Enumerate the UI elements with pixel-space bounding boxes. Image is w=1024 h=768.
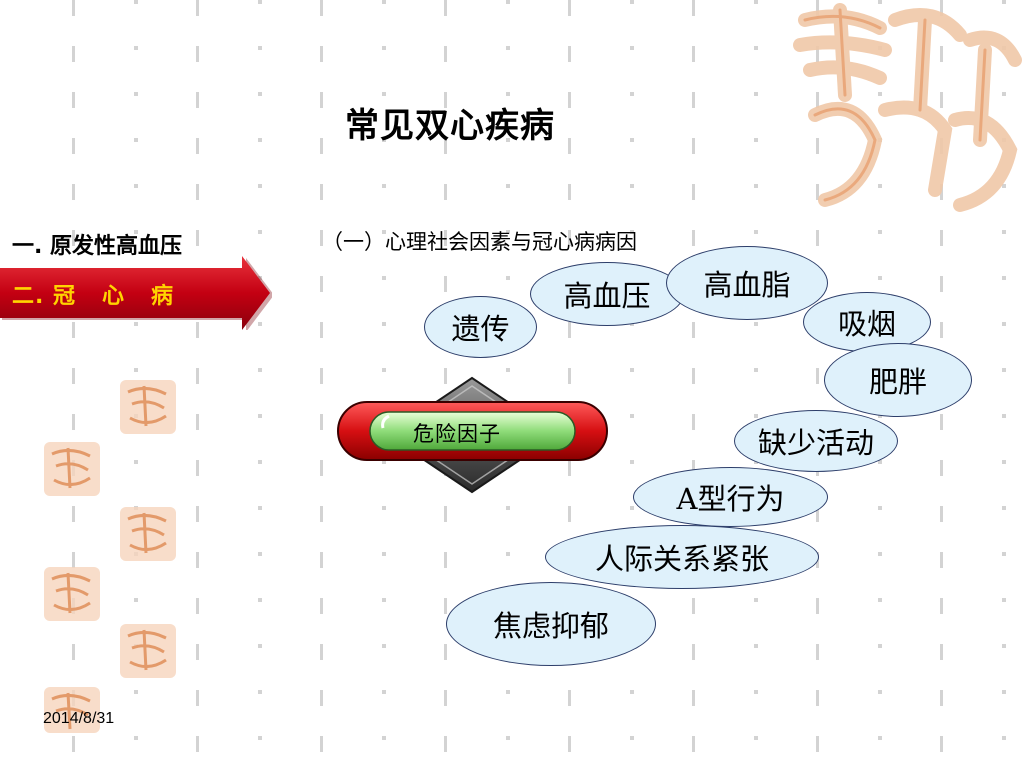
factor-smoking: 吸烟	[803, 292, 931, 352]
calligraphy-decoration	[793, 3, 1022, 212]
factor-heredity: 遗传	[424, 296, 537, 358]
factor-obesity: 肥胖	[824, 343, 972, 417]
section-subtitle: （一）心理社会因素与冠心病病因	[322, 230, 637, 254]
factor-interpersonal-tension: 人际关系紧张	[545, 525, 819, 589]
factor-type-a-behavior: A型行为	[633, 467, 828, 527]
factor-anxiety-depression: 焦虑抑郁	[446, 582, 656, 666]
stamp-decoration	[120, 507, 176, 561]
page-title: 常见双心疾病	[345, 106, 555, 146]
nav-item-label: 二. 冠 心 病	[12, 284, 174, 309]
stamp-decoration	[44, 687, 100, 733]
factor-inactivity: 缺少活动	[734, 410, 898, 472]
stamp-decoration	[44, 442, 100, 496]
stamp-decoration	[120, 380, 176, 434]
slide-date: 2014/8/31	[43, 710, 115, 727]
risk-factor-label: 危险因子	[413, 422, 501, 446]
nav-item-hypertension[interactable]: 一. 原发性高血压	[12, 234, 183, 259]
arrow-banner-icon	[0, 256, 272, 330]
risk-factor-badge	[337, 376, 608, 494]
factor-hypertension: 高血压	[530, 262, 684, 326]
stamp-decoration	[120, 624, 176, 678]
stamp-decoration	[44, 567, 100, 621]
factor-hyperlipidemia: 高血脂	[666, 246, 828, 320]
nav-item-coronary-active[interactable]: 二. 冠 心 病	[0, 256, 272, 330]
